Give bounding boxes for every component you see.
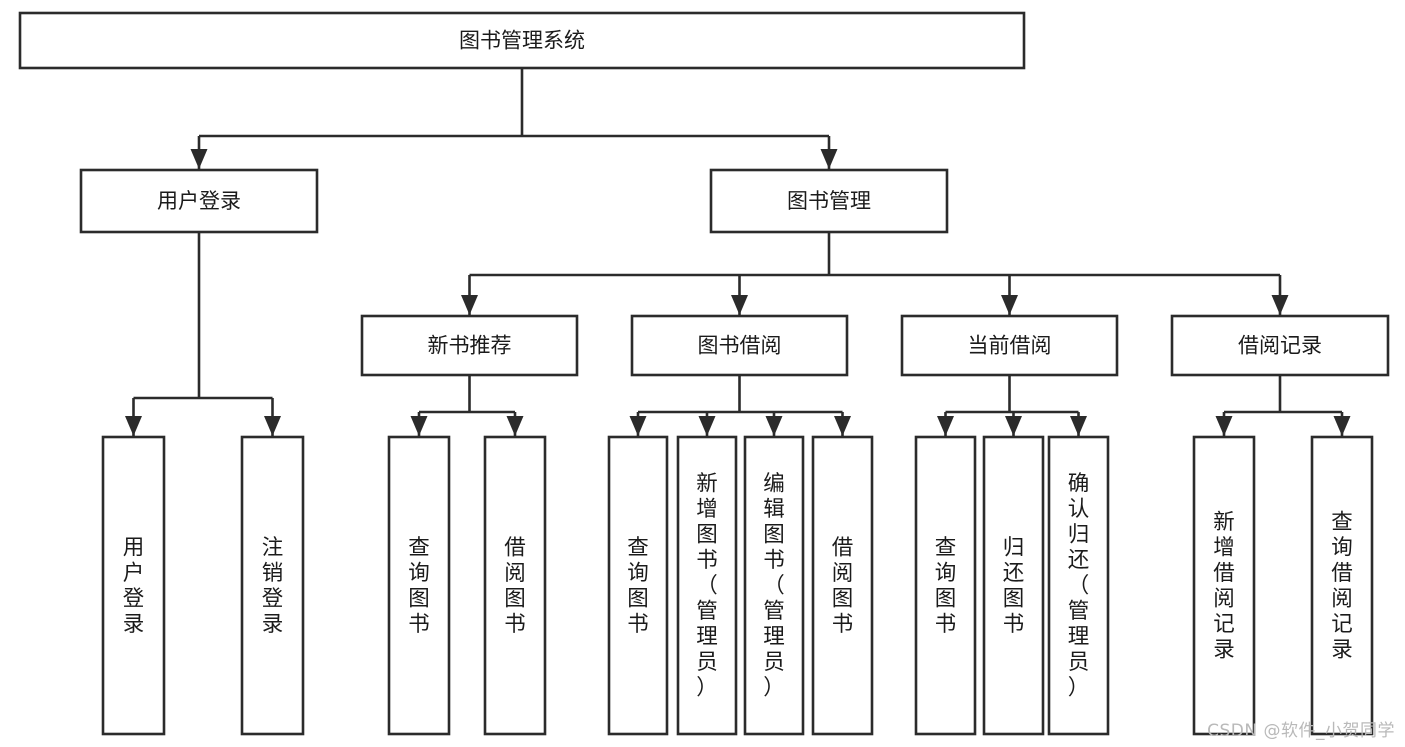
connector-edges xyxy=(125,68,1351,436)
node-leaf-edit-book-label: 编辑图书（管理员） xyxy=(763,472,785,701)
node-leaf-query-book-3-rect xyxy=(914,435,977,736)
node-leaf-add-record-label: 新增借阅记录 xyxy=(1213,510,1235,663)
arrow-head-icon xyxy=(834,416,851,436)
arrow-head-icon xyxy=(506,416,524,436)
node-book-borrow-rect xyxy=(630,314,849,377)
node-leaf-edit-book-rect xyxy=(743,435,805,736)
arrow-head-icon xyxy=(1333,416,1351,436)
arrow-head-icon xyxy=(629,416,647,436)
node-boxes: 图书管理系统用户登录图书管理新书推荐图书借阅当前借阅借阅记录用户登录注销登录查询… xyxy=(18,11,1390,736)
node-borrow-record-rect xyxy=(1170,314,1390,377)
node-leaf-edit-book[interactable]: 编辑图书（管理员） xyxy=(743,435,805,736)
node-leaf-query-book-2-rect xyxy=(607,435,669,736)
node-root-system[interactable]: 图书管理系统 xyxy=(18,11,1026,70)
node-current-borrow-rect xyxy=(900,314,1119,377)
arrow-head-icon xyxy=(937,416,954,436)
node-borrow-record-label: 借阅记录 xyxy=(1238,334,1322,358)
node-book-manage-label: 图书管理 xyxy=(787,189,871,213)
arrow-head-icon xyxy=(731,295,748,315)
node-new-book-rec[interactable]: 新书推荐 xyxy=(360,314,579,377)
arrow-head-icon xyxy=(1215,416,1233,436)
node-leaf-borrow-book-2-label: 借阅图书 xyxy=(832,535,854,637)
node-leaf-confirm-return-label: 确认归还（管理员） xyxy=(1068,472,1090,701)
node-leaf-query-book-1-label: 查询图书 xyxy=(408,535,430,637)
node-leaf-logout[interactable]: 注销登录 xyxy=(240,435,305,736)
arrow-head-icon xyxy=(410,416,428,436)
node-new-book-rec-rect xyxy=(360,314,579,377)
node-user-login[interactable]: 用户登录 xyxy=(79,168,319,234)
node-leaf-query-book-3-label: 查询图书 xyxy=(935,535,957,637)
arrow-head-icon xyxy=(264,416,281,436)
node-borrow-record[interactable]: 借阅记录 xyxy=(1170,314,1390,377)
node-leaf-query-book-1[interactable]: 查询图书 xyxy=(387,435,451,736)
node-leaf-query-record-label: 查询借阅记录 xyxy=(1331,510,1353,663)
node-leaf-user-login-rect xyxy=(101,435,166,736)
node-leaf-return-book-label: 归还图书 xyxy=(1003,535,1025,637)
arrow-head-icon xyxy=(698,416,716,436)
arrow-head-icon xyxy=(765,416,783,436)
node-new-book-rec-label: 新书推荐 xyxy=(428,334,512,358)
node-root-system-rect xyxy=(18,11,1026,70)
node-current-borrow-label: 当前借阅 xyxy=(968,334,1052,358)
node-leaf-add-record-rect xyxy=(1192,435,1256,736)
node-leaf-return-book[interactable]: 归还图书 xyxy=(982,435,1045,736)
node-current-borrow[interactable]: 当前借阅 xyxy=(900,314,1119,377)
node-leaf-borrow-book-1[interactable]: 借阅图书 xyxy=(483,435,547,736)
node-leaf-confirm-return-rect xyxy=(1047,435,1110,736)
node-leaf-confirm-return[interactable]: 确认归还（管理员） xyxy=(1047,435,1110,736)
node-leaf-query-record[interactable]: 查询借阅记录 xyxy=(1310,435,1374,736)
arrow-head-icon xyxy=(1001,295,1018,315)
node-root-system-label: 图书管理系统 xyxy=(459,29,585,53)
node-leaf-borrow-book-2-rect xyxy=(811,435,874,736)
arrow-head-icon xyxy=(125,416,142,436)
node-leaf-query-record-rect xyxy=(1310,435,1374,736)
node-leaf-user-login[interactable]: 用户登录 xyxy=(101,435,166,736)
arrow-head-icon xyxy=(1070,416,1087,436)
arrow-head-icon xyxy=(461,295,478,315)
node-leaf-query-book-2-label: 查询图书 xyxy=(627,535,649,637)
node-user-login-rect xyxy=(79,168,319,234)
node-leaf-borrow-book-2[interactable]: 借阅图书 xyxy=(811,435,874,736)
node-book-borrow-label: 图书借阅 xyxy=(698,334,782,358)
csdn-watermark: CSDN @软件_小贺同学 xyxy=(1207,721,1395,741)
node-leaf-add-book-label: 新增图书（管理员） xyxy=(696,472,718,701)
node-book-manage[interactable]: 图书管理 xyxy=(709,168,949,234)
node-book-manage-rect xyxy=(709,168,949,234)
node-leaf-logout-rect xyxy=(240,435,305,736)
node-leaf-user-login-label: 用户登录 xyxy=(123,535,145,637)
arrow-head-icon xyxy=(820,149,838,169)
arrow-head-icon xyxy=(1005,416,1022,436)
node-leaf-add-book-rect xyxy=(676,435,738,736)
node-leaf-return-book-rect xyxy=(982,435,1045,736)
node-leaf-query-book-3[interactable]: 查询图书 xyxy=(914,435,977,736)
arrow-head-icon xyxy=(190,149,208,169)
node-leaf-add-book[interactable]: 新增图书（管理员） xyxy=(676,435,738,736)
node-leaf-add-record[interactable]: 新增借阅记录 xyxy=(1192,435,1256,736)
arrow-head-icon xyxy=(1271,295,1289,315)
node-leaf-query-book-2[interactable]: 查询图书 xyxy=(607,435,669,736)
node-user-login-label: 用户登录 xyxy=(157,189,241,213)
node-leaf-borrow-book-1-rect xyxy=(483,435,547,736)
node-leaf-logout-label: 注销登录 xyxy=(262,535,284,637)
node-book-borrow[interactable]: 图书借阅 xyxy=(630,314,849,377)
node-leaf-borrow-book-1-label: 借阅图书 xyxy=(504,535,526,637)
node-leaf-query-book-1-rect xyxy=(387,435,451,736)
